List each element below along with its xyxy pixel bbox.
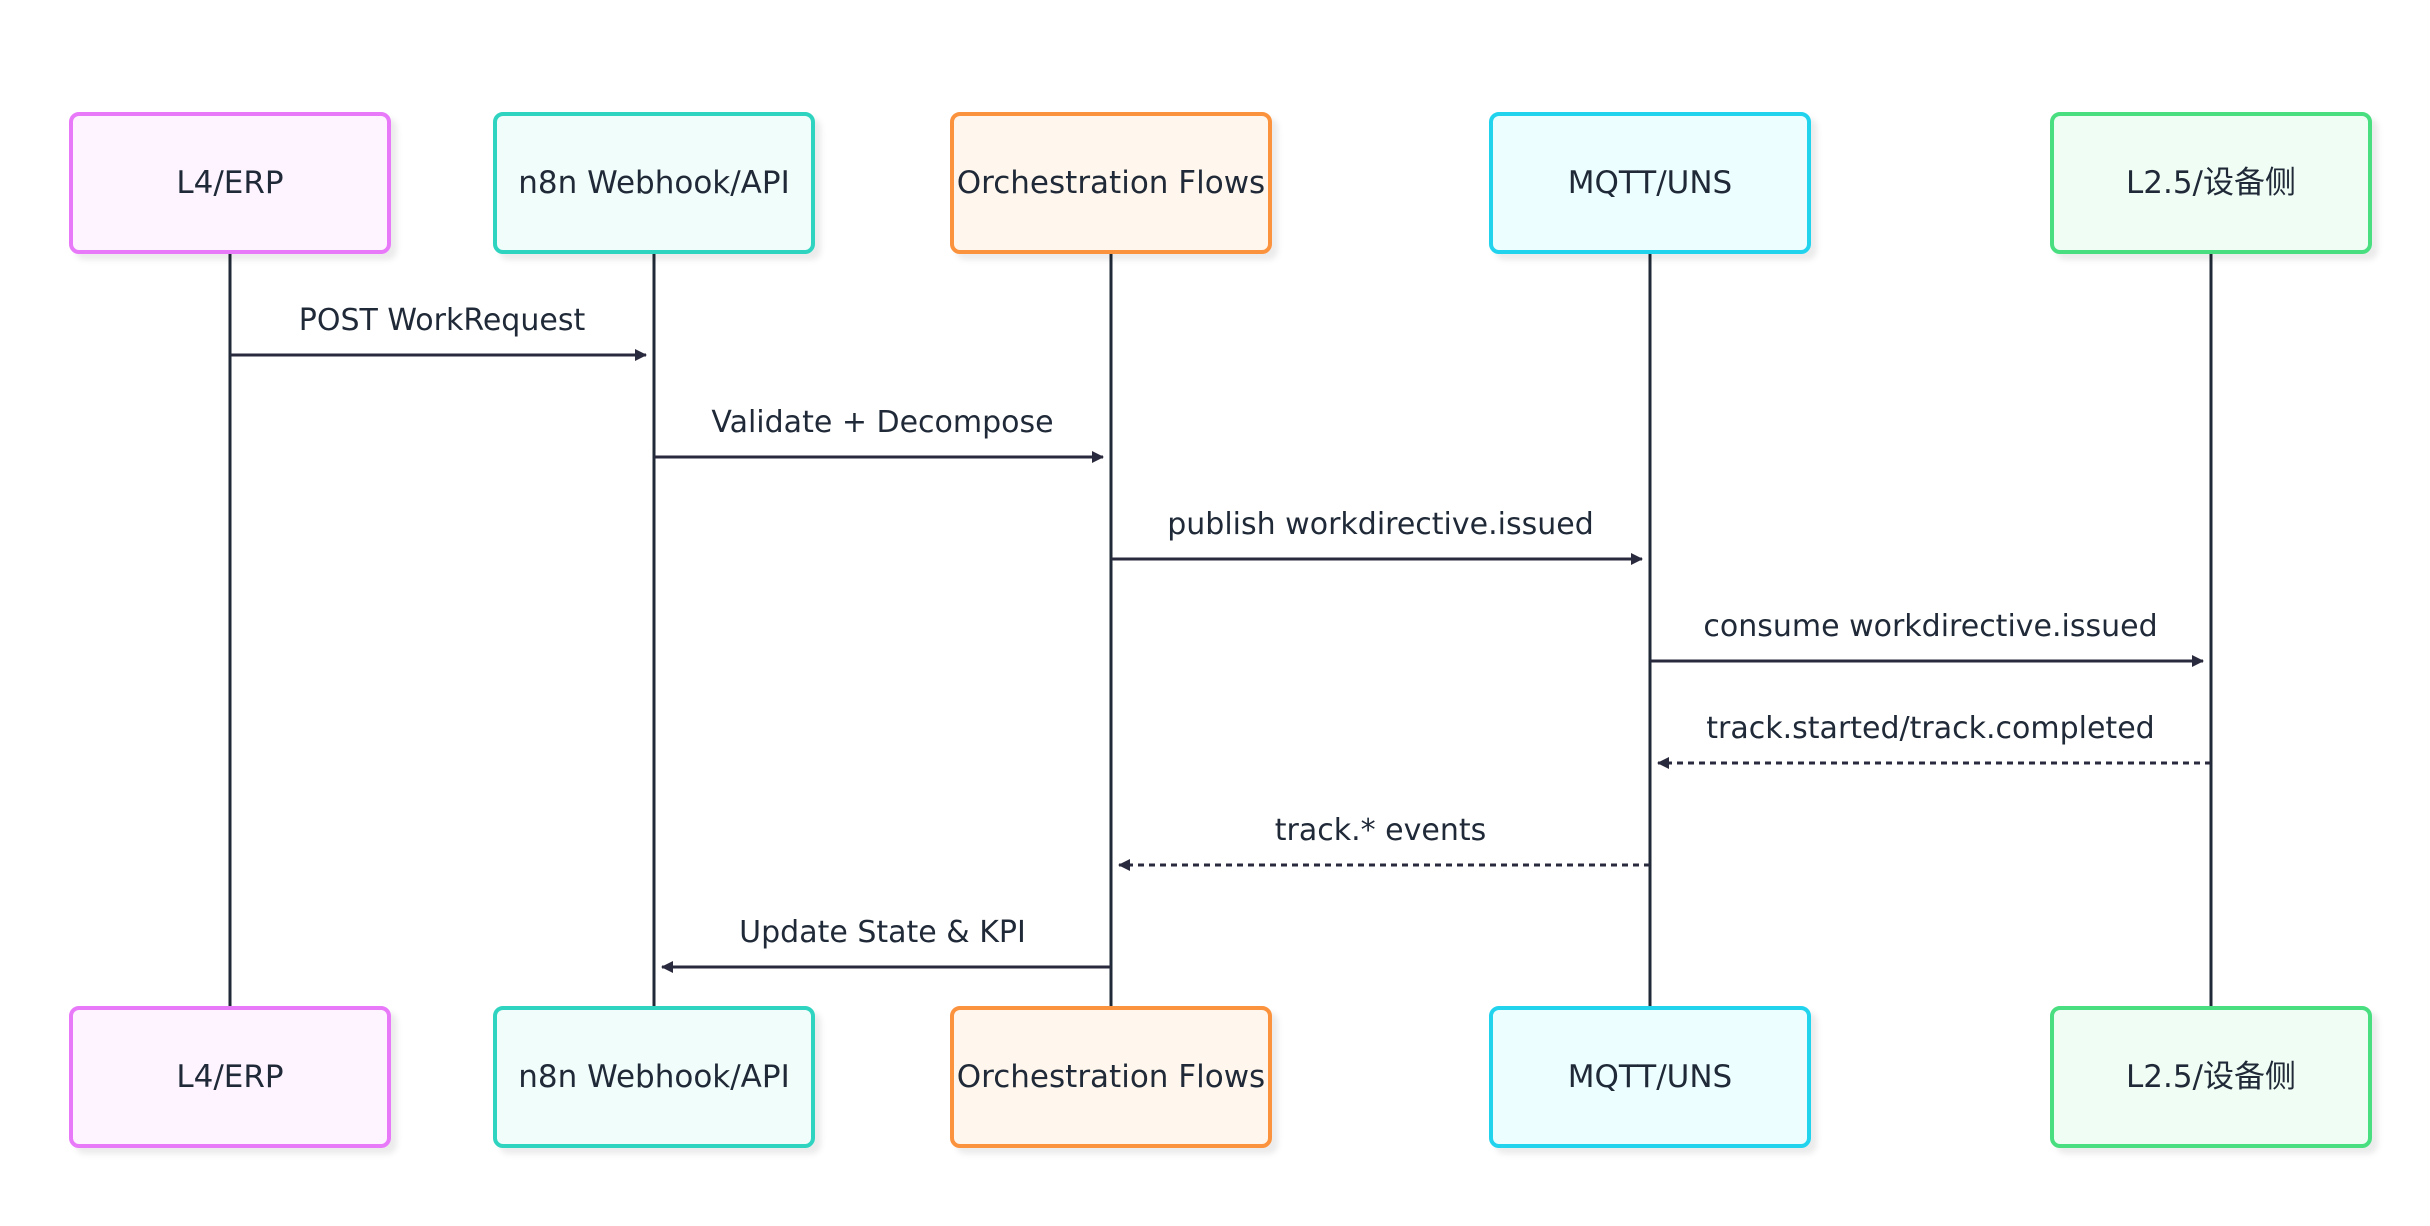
participant-n8n-top: n8n Webhook/API <box>493 112 815 254</box>
participant-box <box>950 112 1272 254</box>
participant-n8n-bottom: n8n Webhook/API <box>493 1006 815 1148</box>
participant-label: Orchestration Flows <box>957 165 1265 201</box>
participant-label: L2.5/设备侧 <box>2126 1059 2296 1095</box>
participant-label: n8n Webhook/API <box>518 165 789 201</box>
message-4: consume workdirective.issued <box>1650 609 2204 667</box>
participant-label: L2.5/设备侧 <box>2126 165 2296 201</box>
participant-orch-top: Orchestration Flows <box>950 112 1272 254</box>
participant-mqtt-top: MQTT/UNS <box>1489 112 1811 254</box>
message-2: Validate + Decompose <box>654 405 1104 463</box>
participant-box <box>1489 112 1811 254</box>
participant-label: L4/ERP <box>176 1059 283 1095</box>
message-6: track.* events <box>1118 813 1650 871</box>
message-label: Update State & KPI <box>739 915 1026 950</box>
participant-erp-top: L4/ERP <box>69 112 391 254</box>
participant-box <box>2050 1006 2372 1148</box>
participant-box <box>69 1006 391 1148</box>
participant-label: n8n Webhook/API <box>518 1059 789 1095</box>
participant-label: Orchestration Flows <box>957 1059 1265 1095</box>
participant-box <box>1489 1006 1811 1148</box>
participant-box <box>493 112 815 254</box>
participant-dev-bottom: L2.5/设备侧 <box>2050 1006 2372 1148</box>
participant-orch-bottom: Orchestration Flows <box>950 1006 1272 1148</box>
participant-label: MQTT/UNS <box>1568 1059 1732 1095</box>
participant-box <box>2050 112 2372 254</box>
message-label: consume workdirective.issued <box>1703 609 2157 644</box>
message-3: publish workdirective.issued <box>1111 507 1643 565</box>
participant-label: L4/ERP <box>176 165 283 201</box>
message-label: track.started/track.completed <box>1706 711 2154 746</box>
participant-erp-bottom: L4/ERP <box>69 1006 391 1148</box>
participant-label: MQTT/UNS <box>1568 165 1732 201</box>
lifelines <box>228 252 2213 1008</box>
participant-mqtt-bottom: MQTT/UNS <box>1489 1006 1811 1148</box>
participant-box <box>950 1006 1272 1148</box>
message-label: Validate + Decompose <box>711 405 1053 440</box>
participants: L4/ERP L4/ERP n8n Webhook/API n8n Webhook/A… <box>69 112 2372 1148</box>
message-1: POST WorkRequest <box>230 303 647 361</box>
message-5: track.started/track.completed <box>1657 711 2211 769</box>
participant-dev-top: L2.5/设备侧 <box>2050 112 2372 254</box>
participant-box <box>69 112 391 254</box>
message-7: Update State & KPI <box>661 915 1111 973</box>
participant-box <box>493 1006 815 1148</box>
message-label: track.* events <box>1275 813 1487 848</box>
message-label: publish workdirective.issued <box>1167 507 1594 542</box>
message-label: POST WorkRequest <box>299 303 586 338</box>
